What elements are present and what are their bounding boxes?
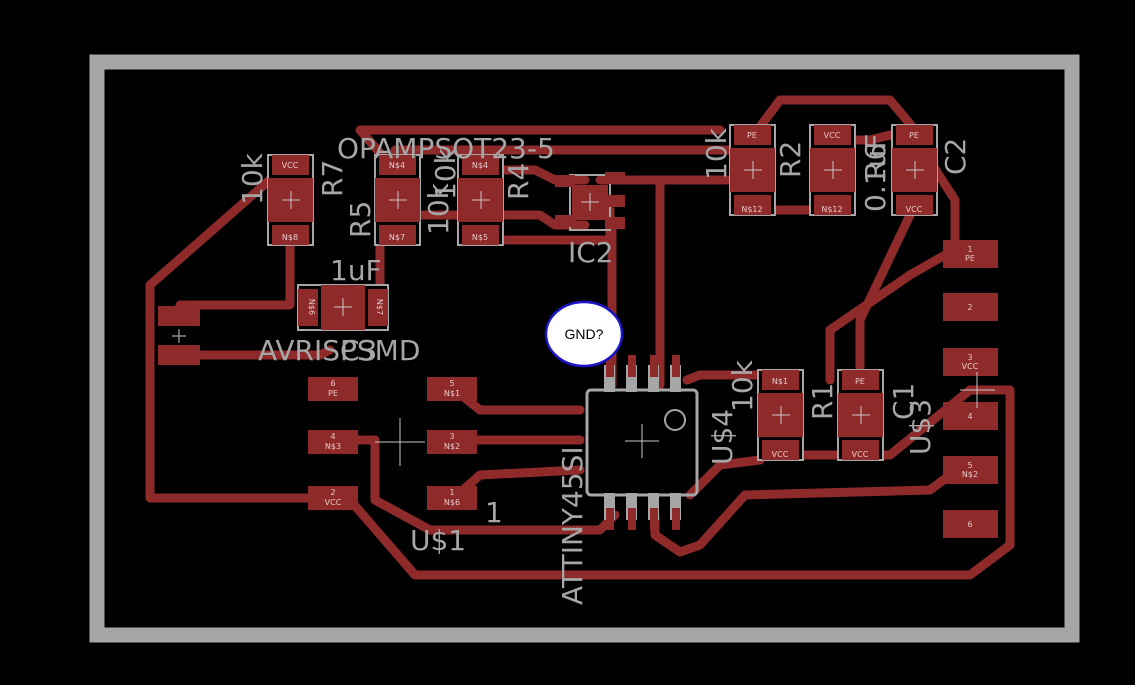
pad-label: N$12 <box>821 205 842 214</box>
label-r4-value: 10k <box>429 147 462 200</box>
pad-label: N$1 <box>444 389 460 398</box>
component-ic2 <box>555 172 625 231</box>
pad-label: PE <box>328 389 338 398</box>
label-r6: R6 <box>859 143 892 180</box>
label-ic2: IC2 <box>568 236 614 269</box>
label-r7-value: 10k <box>236 152 269 205</box>
label-opamp: OPAMPSOT23-5 <box>337 132 555 165</box>
label-u1: U$1 <box>410 524 466 557</box>
pad-label: PE <box>855 377 865 386</box>
component-u4-resistor: N$1 VCC <box>757 369 804 461</box>
gnd-note-text: GND? <box>565 326 604 342</box>
label-r1: R1 <box>806 383 839 420</box>
pad-label: N$4 <box>472 161 488 170</box>
gnd-annotation: GND? <box>544 300 624 368</box>
label-c2: C2 <box>939 138 972 175</box>
board-outline <box>89 54 1080 643</box>
label-u1-num: 1 <box>485 496 503 529</box>
pad-label: VCC <box>282 161 299 170</box>
label-avrisp: AVRISPSMD <box>258 334 420 367</box>
label-r2: R2 <box>774 141 807 178</box>
pad-label: N$3 <box>325 442 341 451</box>
pad-label: N$4 <box>389 161 405 170</box>
label-r4: R4 <box>502 163 535 200</box>
component-attiny45 <box>585 355 699 530</box>
pad-label: VCC <box>772 450 789 459</box>
pad-num: 3 <box>449 432 454 441</box>
pad-num: 5 <box>449 379 454 388</box>
component-power-connector <box>158 306 200 365</box>
label-c3-value: 1uF <box>330 254 382 287</box>
pad-label: VCC <box>852 450 869 459</box>
pad-num: 1 <box>967 245 972 254</box>
pad-label: VCC <box>325 498 342 507</box>
pad-num: 5 <box>967 461 972 470</box>
pad-label: PE <box>909 131 919 140</box>
pad-label: VCC <box>906 205 923 214</box>
pad-label: N$2 <box>962 470 978 479</box>
label-r7: R7 <box>316 160 349 197</box>
component-ftdi-header: 1 PE 2 3 VCC 4 5 N$2 6 <box>943 240 998 538</box>
pad-label: PE <box>965 254 975 263</box>
pad-label: VCC <box>824 131 841 140</box>
label-r5: R5 <box>344 201 377 238</box>
component-c3: N$6 N$7 <box>297 284 389 331</box>
pad-label: N$7 <box>389 233 405 242</box>
silkscreen-labels: OPAMPSOT23-5 IC2 R7 10k R5 10k R4 10k R2… <box>236 127 972 605</box>
component-r5: N$4 N$7 <box>374 154 421 246</box>
pad-label: N$1 <box>772 377 788 386</box>
pad-label: N$7 <box>375 299 384 315</box>
pad-num: 1 <box>449 488 454 497</box>
label-attiny: ATTINY45SI <box>556 446 589 605</box>
label-r5-value: 10k <box>422 182 455 235</box>
label-u3: U$3 <box>904 399 937 455</box>
pad-num: 4 <box>967 412 972 421</box>
pad-label: N$6 <box>444 498 460 507</box>
label-u4-value: 10k <box>726 359 759 412</box>
pad-num: 6 <box>967 520 972 529</box>
component-r6: VCC N$12 <box>809 124 856 216</box>
component-r2: PE N$12 <box>729 124 776 216</box>
pad-label: N$5 <box>472 233 488 242</box>
component-c1: PE VCC <box>837 369 884 461</box>
pad-label: PE <box>747 131 757 140</box>
label-r6-value: 0.1uF <box>859 134 892 212</box>
pad-label: N$12 <box>741 205 762 214</box>
pad-label: VCC <box>962 362 979 371</box>
component-r7: VCC N$8 <box>267 154 314 246</box>
pad-num: 3 <box>967 353 972 362</box>
label-c3: C3 <box>340 334 377 367</box>
component-r4: N$4 N$5 <box>457 154 504 246</box>
pad-num: 2 <box>967 303 972 312</box>
pad-num: 4 <box>330 432 335 441</box>
pad-label: N$8 <box>282 233 298 242</box>
pad-label: N$2 <box>444 442 460 451</box>
pad-num: 2 <box>330 488 335 497</box>
label-c1: C1 <box>887 383 920 420</box>
pad-label: N$6 <box>307 299 316 315</box>
label-r2-value: 10k <box>700 127 733 180</box>
component-c2: PE VCC <box>891 124 938 216</box>
label-u4: U$4 <box>706 409 739 465</box>
component-avrisp: 6 PE 4 N$3 2 VCC 5 N$1 3 N$2 1 N$6 <box>308 377 477 510</box>
pad-num: 6 <box>330 379 335 388</box>
